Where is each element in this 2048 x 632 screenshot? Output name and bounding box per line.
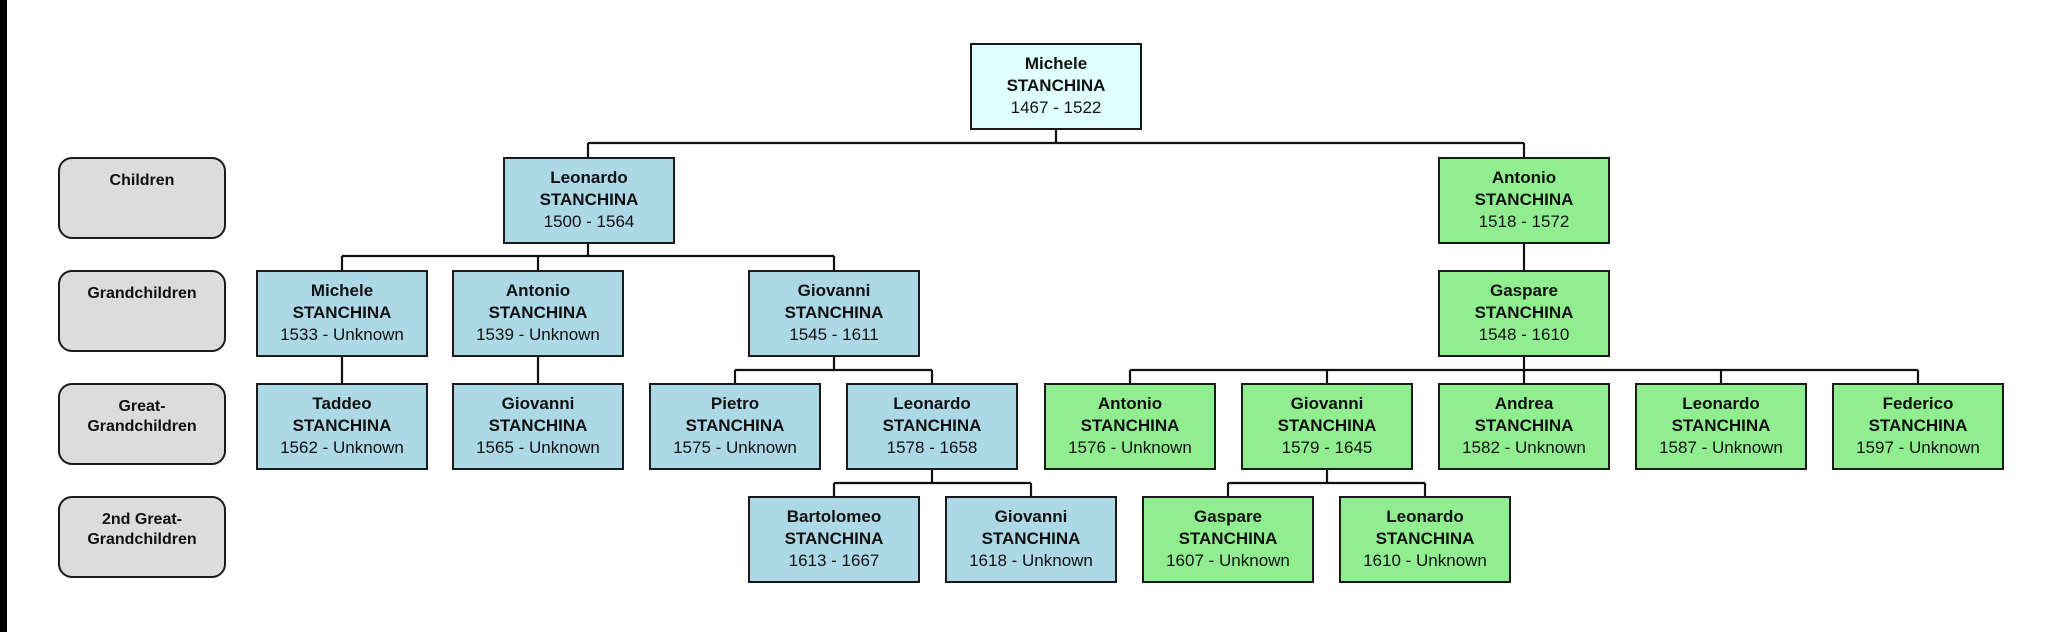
person-dates: 1587 - Unknown: [1659, 437, 1783, 457]
person-dates: 1545 - 1611: [789, 324, 879, 344]
generation-label-2nd-great-grandchildren: 2nd Great- Grandchildren: [58, 496, 226, 578]
person-dates: 1578 - 1658: [886, 437, 978, 457]
person-dates: 1562 - Unknown: [280, 437, 404, 457]
person-surname: STANCHINA: [1671, 415, 1771, 435]
person-node[interactable]: Pietro STANCHINA 1575 - Unknown: [649, 383, 821, 470]
generation-label-text: Grandchildren: [87, 285, 197, 302]
person-node[interactable]: Giovanni STANCHINA 1545 - 1611: [748, 270, 920, 357]
person-node[interactable]: Andrea STANCHINA 1582 - Unknown: [1438, 383, 1610, 470]
person-first-name: Michele: [1024, 53, 1088, 73]
person-surname: STANCHINA: [1474, 302, 1574, 322]
person-surname: STANCHINA: [784, 302, 884, 322]
person-first-name: Antonio: [505, 280, 571, 300]
person-surname: STANCHINA: [292, 415, 392, 435]
person-first-name: Taddeo: [312, 393, 372, 413]
person-node[interactable]: Leonardo STANCHINA 1587 - Unknown: [1635, 383, 1807, 470]
person-first-name: Gaspare: [1489, 280, 1559, 300]
generation-label-line1: 2nd Great-: [101, 511, 182, 528]
person-first-name: Giovanni: [994, 506, 1068, 526]
person-dates: 1597 - Unknown: [1856, 437, 1980, 457]
person-dates: 1533 - Unknown: [280, 324, 404, 344]
generation-label-line2: Grandchildren: [87, 418, 197, 435]
person-dates: 1548 - 1610: [1478, 324, 1570, 344]
person-first-name: Pietro: [710, 393, 760, 413]
person-surname: STANCHINA: [488, 415, 588, 435]
person-surname: STANCHINA: [1080, 415, 1180, 435]
generation-label-text: Children: [109, 172, 175, 189]
person-surname: STANCHINA: [1868, 415, 1968, 435]
person-dates: 1610 - Unknown: [1363, 550, 1487, 570]
person-node[interactable]: Federico STANCHINA 1597 - Unknown: [1832, 383, 2004, 470]
generation-label-children: Children: [58, 157, 226, 239]
person-node[interactable]: Giovanni STANCHINA 1565 - Unknown: [452, 383, 624, 470]
person-surname: STANCHINA: [539, 189, 639, 209]
person-first-name: Giovanni: [1290, 393, 1364, 413]
person-node[interactable]: Giovanni STANCHINA 1579 - 1645: [1241, 383, 1413, 470]
person-dates: 1607 - Unknown: [1166, 550, 1290, 570]
person-surname: STANCHINA: [1006, 75, 1106, 95]
person-first-name: Bartolomeo: [786, 506, 882, 526]
person-first-name: Giovanni: [501, 393, 575, 413]
person-first-name: Michele: [310, 280, 374, 300]
generation-label-line2: Grandchildren: [87, 531, 197, 548]
person-node[interactable]: Taddeo STANCHINA 1562 - Unknown: [256, 383, 428, 470]
person-surname: STANCHINA: [1178, 528, 1278, 548]
person-dates: 1518 - 1572: [1478, 211, 1570, 231]
person-surname: STANCHINA: [685, 415, 785, 435]
person-dates: 1613 - 1667: [788, 550, 880, 570]
person-dates: 1618 - Unknown: [969, 550, 1093, 570]
person-dates: 1576 - Unknown: [1068, 437, 1192, 457]
person-first-name: Andrea: [1494, 393, 1554, 413]
person-dates: 1575 - Unknown: [673, 437, 797, 457]
person-node[interactable]: Giovanni STANCHINA 1618 - Unknown: [945, 496, 1117, 583]
person-node[interactable]: Gaspare STANCHINA 1548 - 1610: [1438, 270, 1610, 357]
person-surname: STANCHINA: [981, 528, 1081, 548]
person-first-name: Antonio: [1097, 393, 1163, 413]
person-first-name: Giovanni: [797, 280, 871, 300]
person-node[interactable]: Bartolomeo STANCHINA 1613 - 1667: [748, 496, 920, 583]
person-dates: 1500 - 1564: [543, 211, 635, 231]
person-first-name: Antonio: [1491, 167, 1557, 187]
person-node[interactable]: Leonardo STANCHINA 1610 - Unknown: [1339, 496, 1511, 583]
person-surname: STANCHINA: [1474, 415, 1574, 435]
generation-label-grandchildren: Grandchildren: [58, 270, 226, 352]
person-surname: STANCHINA: [784, 528, 884, 548]
person-dates: 1539 - Unknown: [476, 324, 600, 344]
person-node[interactable]: Leonardo STANCHINA 1500 - 1564: [503, 157, 675, 244]
person-node[interactable]: Antonio STANCHINA 1518 - 1572: [1438, 157, 1610, 244]
person-dates: 1467 - 1522: [1010, 97, 1102, 117]
person-first-name: Gaspare: [1193, 506, 1263, 526]
person-surname: STANCHINA: [292, 302, 392, 322]
generation-label-line1: Great-: [118, 398, 166, 415]
person-surname: STANCHINA: [1474, 189, 1574, 209]
person-node[interactable]: Antonio STANCHINA 1576 - Unknown: [1044, 383, 1216, 470]
person-first-name: Leonardo: [1682, 393, 1760, 413]
person-surname: STANCHINA: [1375, 528, 1475, 548]
person-node-root[interactable]: Michele STANCHINA 1467 - 1522: [970, 43, 1142, 130]
person-dates: 1565 - Unknown: [476, 437, 600, 457]
person-node[interactable]: Antonio STANCHINA 1539 - Unknown: [452, 270, 624, 357]
person-first-name: Federico: [1882, 393, 1954, 413]
person-dates: 1579 - 1645: [1281, 437, 1373, 457]
person-node[interactable]: Gaspare STANCHINA 1607 - Unknown: [1142, 496, 1314, 583]
left-edge-bar: [0, 0, 7, 632]
person-first-name: Leonardo: [550, 167, 628, 187]
person-first-name: Leonardo: [893, 393, 971, 413]
person-surname: STANCHINA: [882, 415, 982, 435]
person-surname: STANCHINA: [1277, 415, 1377, 435]
person-node[interactable]: Michele STANCHINA 1533 - Unknown: [256, 270, 428, 357]
person-dates: 1582 - Unknown: [1462, 437, 1586, 457]
generation-label-great-grandchildren: Great- Grandchildren: [58, 383, 226, 465]
person-node[interactable]: Leonardo STANCHINA 1578 - 1658: [846, 383, 1018, 470]
person-surname: STANCHINA: [488, 302, 588, 322]
person-first-name: Leonardo: [1386, 506, 1464, 526]
